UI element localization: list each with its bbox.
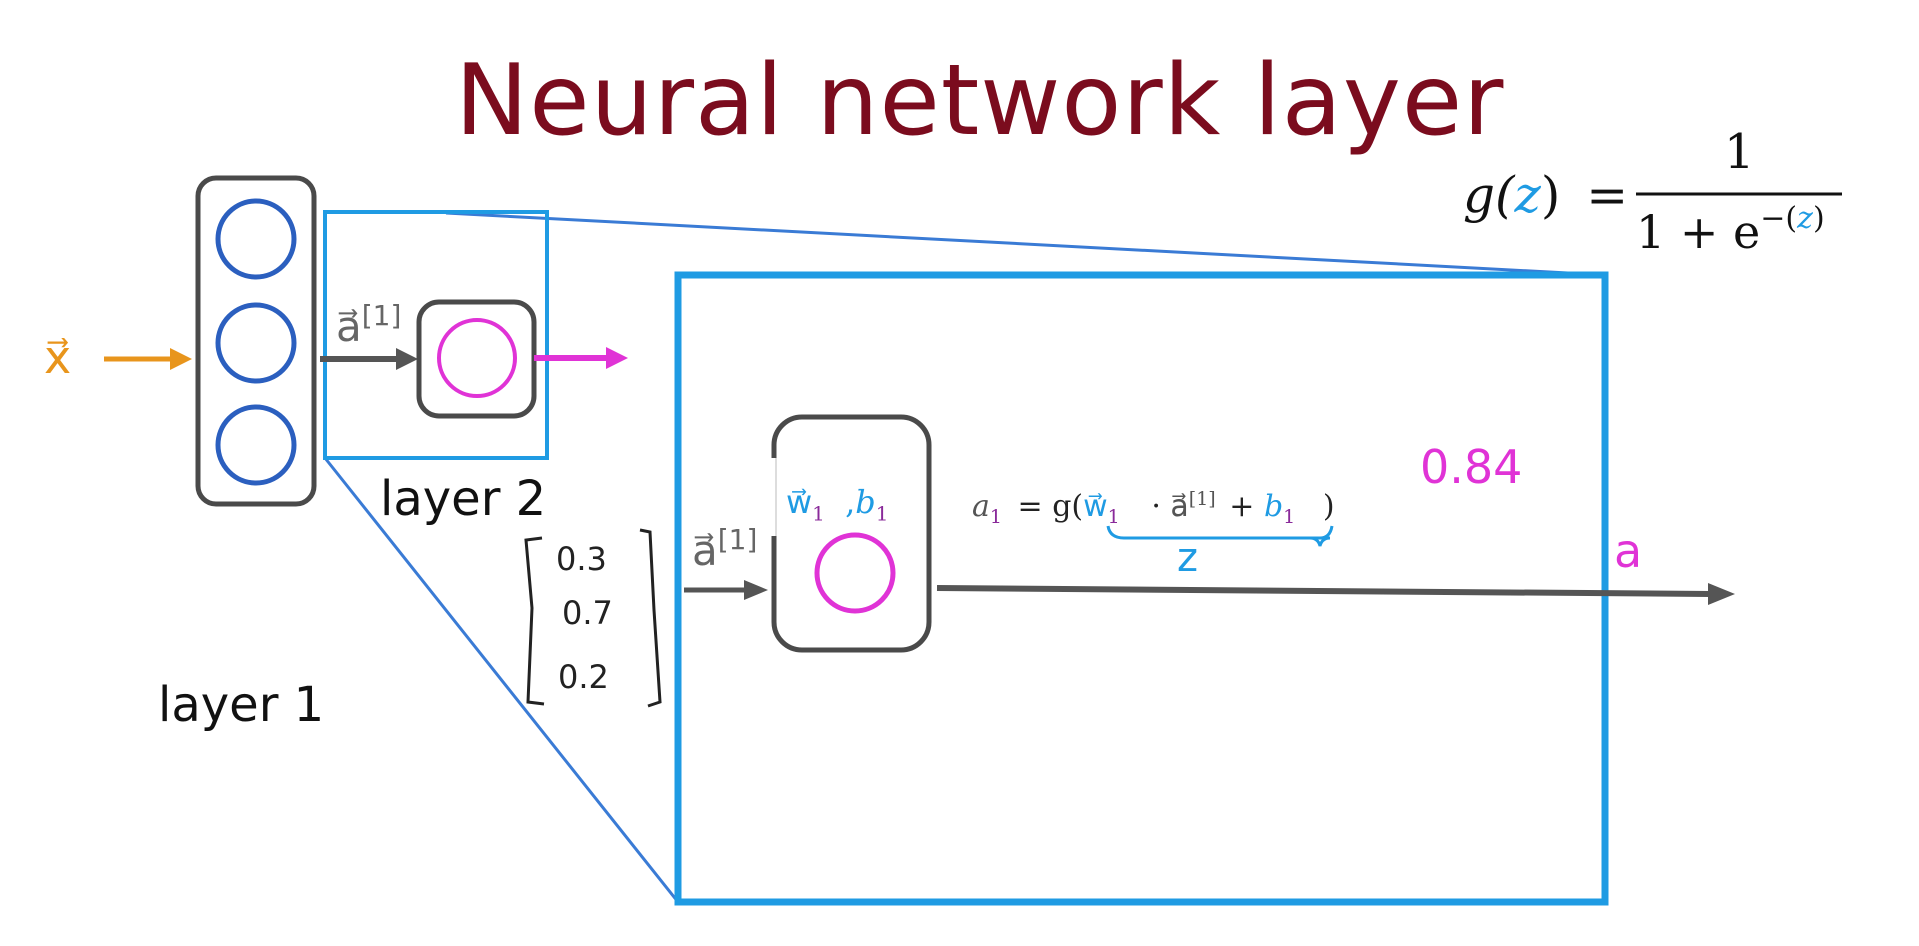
zoom-neuron (814, 532, 896, 614)
layer1-neuron-1 (215, 198, 297, 280)
sigmoid-z: z (1514, 166, 1541, 224)
sigmoid-exp-z: z (1797, 201, 1813, 236)
vector-value-3: 0.2 (558, 658, 609, 696)
eq-a-sup: [1] (1188, 488, 1216, 510)
z-underbrace (1106, 525, 1334, 547)
a1-label-big-sup: [1] (717, 523, 758, 556)
neuron-params: w⃗1 ,b1 (786, 486, 888, 523)
z-label: z (1177, 535, 1198, 581)
eq-lhs-sub: 1 (989, 506, 1002, 528)
output-arrow (936, 585, 1711, 597)
sigmoid-exponent: −(z) (1760, 201, 1824, 236)
layer1-neuron-2 (215, 302, 297, 384)
a1-arrow-big-head (744, 580, 768, 600)
input-x-label: x⃗ (44, 330, 72, 384)
zoom-detail-box (674, 271, 1609, 906)
vector-bracket-right (639, 528, 662, 708)
output-value: 0.84 (1420, 440, 1523, 494)
vector-value-1: 0.3 (556, 540, 607, 578)
eq-close: ) (1322, 489, 1335, 524)
sigmoid-lhs: g(z) = (1463, 170, 1628, 220)
layer1-label: layer 1 (158, 677, 325, 733)
layer1-neuron-3 (215, 404, 297, 486)
eq-b: b (1263, 489, 1284, 524)
sigmoid-equals: = (1586, 166, 1629, 224)
neuron-param-w-sub: 1 (812, 501, 825, 526)
layer2-highlight-box (323, 210, 549, 460)
a1-label-small: a⃗[1] (336, 302, 401, 348)
layer2-neuron (437, 318, 517, 398)
neuron-param-b: b (855, 483, 876, 521)
zoom-line-bottom (323, 457, 680, 903)
eq-dot: · (1151, 489, 1161, 524)
activation-equation: a1 = g(w⃗1 · a⃗[1] + b1 ) (972, 490, 1335, 527)
eq-equals-g: = g( (1017, 489, 1084, 524)
output-arrow-head (1708, 583, 1735, 605)
neuron-param-w: w⃗ (786, 483, 813, 521)
a1-label-small-vec: a⃗ (336, 302, 362, 351)
eq-a: a⃗ (1170, 489, 1189, 524)
layer2-label: layer 2 (380, 471, 547, 527)
page-title: Neural network layer (455, 44, 1505, 158)
input-arrow-head (170, 348, 192, 370)
a1-label-big-vec: a⃗ (692, 526, 718, 575)
sigmoid-g: g( (1463, 166, 1515, 224)
zoom-line-top (445, 211, 1606, 277)
layer2-output-arrow-head (606, 347, 628, 369)
sigmoid-den-left: 1 + e (1636, 205, 1761, 259)
neuron-param-comma: , (845, 483, 856, 521)
vector-bracket-left (524, 536, 545, 706)
neuron-param-b-sub: 1 (875, 501, 889, 526)
vector-value-2: 0.7 (562, 594, 613, 632)
eq-w-sub: 1 (1107, 506, 1120, 528)
sigmoid-numerator: 1 (1724, 124, 1755, 180)
eq-lhs: a (972, 489, 990, 524)
output-a-label: a (1614, 524, 1643, 578)
a1-arrow-small-head (396, 348, 418, 370)
a1-label-big: a⃗[1] (692, 526, 757, 572)
sigmoid-denominator: 1 + e−(z) (1636, 201, 1825, 256)
eq-b-sub: 1 (1283, 506, 1296, 528)
eq-w: w⃗ (1083, 489, 1108, 524)
a1-label-small-sup: [1] (361, 299, 402, 332)
eq-plus: + (1229, 489, 1255, 524)
sigmoid-exp-close: ) (1812, 201, 1825, 236)
sigmoid-exp-minus: −( (1760, 201, 1798, 236)
layer1-box (195, 175, 317, 507)
sigmoid-close: ) (1540, 166, 1561, 224)
